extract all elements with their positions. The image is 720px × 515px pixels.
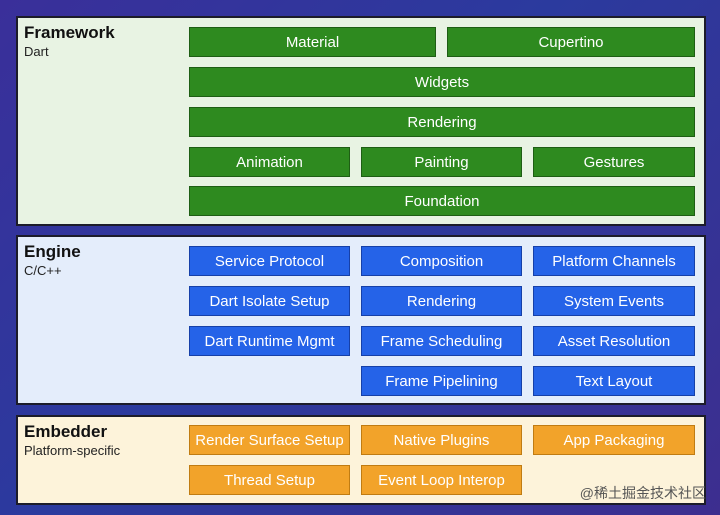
engine-box-frame-pipelining: Frame Pipelining <box>361 366 522 396</box>
engine-box-text-layout: Text Layout <box>533 366 695 396</box>
engine-box-dart-isolate-setup: Dart Isolate Setup <box>189 286 350 316</box>
engine-title: Engine <box>24 242 81 261</box>
framework-box-foundation: Foundation <box>189 186 695 216</box>
embedder-subtitle: Platform-specific <box>24 443 121 458</box>
engine-box-rendering: Rendering <box>361 286 522 316</box>
engine-box-platform-channels: Platform Channels <box>533 246 695 276</box>
framework-box-cupertino: Cupertino <box>447 27 695 57</box>
framework-box-gestures: Gestures <box>533 147 695 177</box>
framework-box-painting: Painting <box>361 147 522 177</box>
framework-subtitle: Dart <box>24 44 49 59</box>
engine-box-system-events: System Events <box>533 286 695 316</box>
framework-box-animation: Animation <box>189 147 350 177</box>
engine-box-composition: Composition <box>361 246 522 276</box>
embedder-box-event-loop-interop: Event Loop Interop <box>361 465 522 495</box>
embedder-box-native-plugins: Native Plugins <box>361 425 522 455</box>
embedder-box-render-surface-setup: Render Surface Setup <box>189 425 350 455</box>
framework-box-rendering: Rendering <box>189 107 695 137</box>
embedder-box-thread-setup: Thread Setup <box>189 465 350 495</box>
engine-box-asset-resolution: Asset Resolution <box>533 326 695 356</box>
framework-box-material: Material <box>189 27 436 57</box>
framework-box-widgets: Widgets <box>189 67 695 97</box>
engine-box-frame-scheduling: Frame Scheduling <box>361 326 522 356</box>
embedder-title: Embedder <box>24 422 108 441</box>
embedder-box-app-packaging: App Packaging <box>533 425 695 455</box>
watermark: @稀土掘金技术社区 <box>579 485 706 501</box>
engine-box-service-protocol: Service Protocol <box>189 246 350 276</box>
engine-box-dart-runtime-mgmt: Dart Runtime Mgmt <box>189 326 350 356</box>
engine-subtitle: C/C++ <box>24 263 62 278</box>
framework-title: Framework <box>24 23 115 42</box>
